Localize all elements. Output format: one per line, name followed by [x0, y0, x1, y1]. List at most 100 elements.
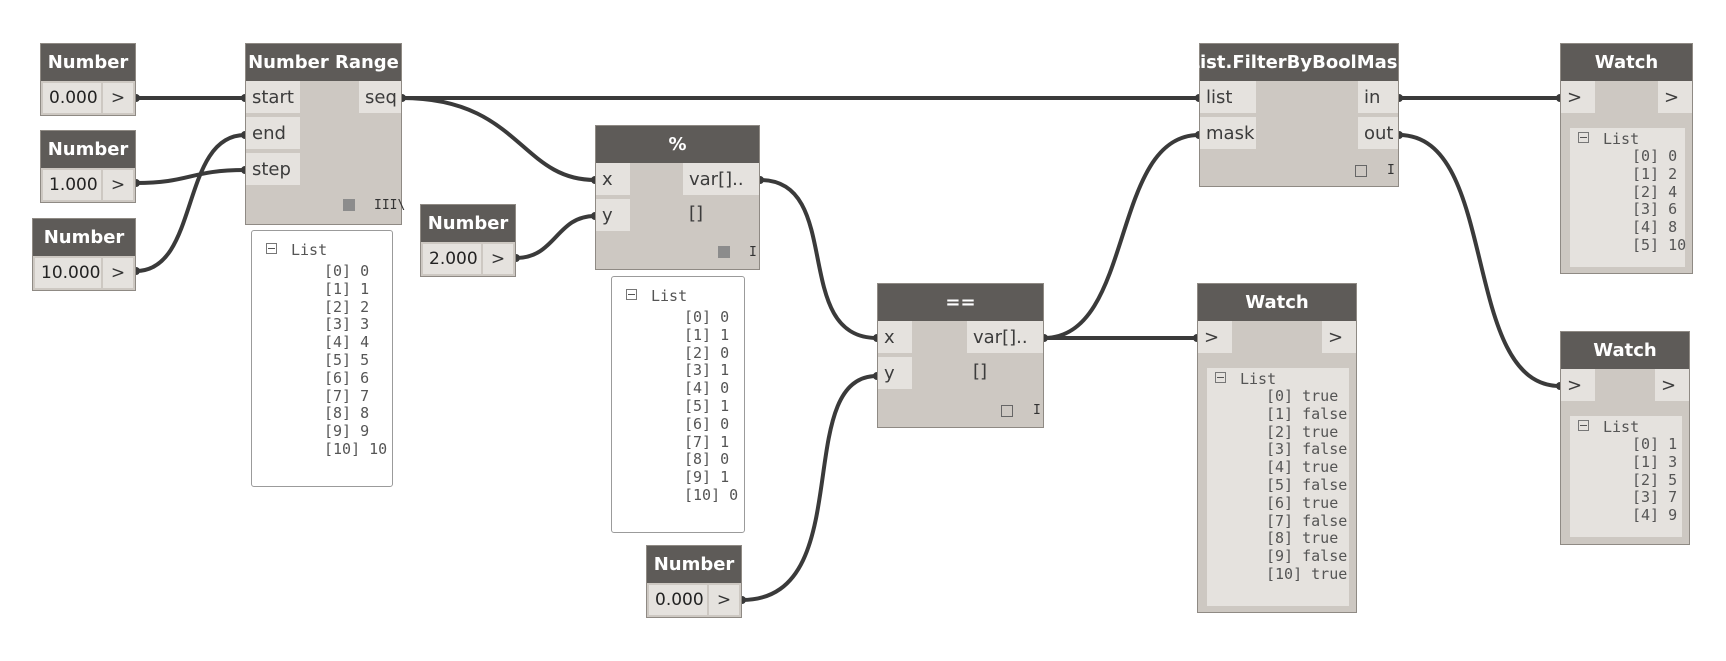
output-port-var[interactable]: var[]..[]: [683, 163, 759, 224]
output-port-in[interactable]: in: [1358, 81, 1398, 115]
list-item: [0] 0: [324, 262, 370, 280]
number-node-step[interactable]: Number 10.000 >: [32, 218, 136, 291]
collapse-icon[interactable]: [626, 289, 637, 300]
number-node-compare[interactable]: Number 0.000 >: [646, 545, 742, 618]
preview-toggle-icon[interactable]: [1001, 405, 1013, 417]
list-items: [0] true[1] false[2] true[3] false[4] tr…: [1266, 387, 1348, 584]
modulo-node[interactable]: % x var[]..[] y I: [595, 125, 760, 270]
equals-node[interactable]: == x var[]..[] y I: [877, 283, 1044, 428]
preview-toggle-icon[interactable]: [1355, 165, 1367, 177]
list-item: [2] 2: [324, 297, 370, 316]
node-title: List.FilterByBoolMask: [1189, 44, 1409, 81]
wire-number-to-mod-y: [515, 214, 596, 260]
node-title: Watch: [1198, 284, 1356, 321]
input-port-list[interactable]: list: [1200, 81, 1256, 115]
input-port-step[interactable]: step: [246, 153, 300, 187]
lacing-indicator[interactable]: I: [1033, 403, 1041, 418]
number-node-end[interactable]: Number 1.000 >: [40, 130, 136, 203]
list-item: [9] 9: [324, 422, 370, 441]
lacing-indicator[interactable]: III\: [374, 198, 406, 213]
input-port-arrow[interactable]: >: [1561, 369, 1595, 403]
wire-number-to-eq-y: [741, 374, 878, 602]
list-item: [4] 8: [1632, 218, 1678, 237]
list-item: [0] 1: [1632, 435, 1678, 453]
list-header: List: [651, 287, 688, 305]
number-range-node[interactable]: Number Range start seq end step III\: [245, 43, 406, 225]
collapse-icon[interactable]: [266, 243, 277, 254]
output-port-arrow[interactable]: >: [101, 83, 133, 113]
list-item: [6] 0: [684, 414, 730, 433]
input-port-y[interactable]: y: [596, 199, 630, 233]
node-title: Number: [41, 131, 135, 168]
input-port-start[interactable]: start: [246, 81, 300, 115]
collapse-icon[interactable]: [1578, 132, 1589, 143]
watch-node-equals[interactable]: Watch > > List [0] true[1] false[2] true…: [1197, 283, 1357, 613]
collapse-icon[interactable]: [1578, 420, 1589, 431]
collapse-icon[interactable]: [1215, 372, 1226, 383]
input-port-x[interactable]: x: [878, 321, 912, 355]
node-title: Number: [41, 44, 135, 81]
list-header: List: [1240, 370, 1277, 388]
lacing-indicator[interactable]: I: [749, 245, 757, 260]
list-item: [2] 0: [684, 343, 730, 362]
preview-toggle-icon[interactable]: [343, 199, 355, 211]
output-port-seq[interactable]: seq: [359, 81, 401, 115]
preview-bubble-modulo: List [0] 0[1] 1[2] 0[3] 1[4] 0[5] 1[6] 0…: [611, 276, 745, 533]
watch-display: List [0] 0[1] 2[2] 4[3] 6[4] 8[5] 10: [1570, 128, 1687, 267]
list-items: [0] 1[1] 3[2] 5[3] 7[4] 9: [1632, 435, 1678, 525]
wire-out-to-watch: [1398, 133, 1561, 388]
list-item: [1] false: [1266, 404, 1348, 423]
watch-node-in[interactable]: Watch > > List [0] 0[1] 2[2] 4[3] 6[4] 8…: [1560, 43, 1693, 274]
input-port-y[interactable]: y: [878, 357, 912, 391]
input-port-arrow[interactable]: >: [1561, 81, 1595, 115]
list-item: [4] true: [1266, 458, 1339, 477]
wire-eq-to-mask: [1043, 133, 1200, 340]
wire-mod-to-eq-x: [759, 178, 878, 340]
number-node-divisor[interactable]: Number 2.000 >: [420, 204, 516, 277]
wire-number-to-end: [135, 168, 246, 185]
list-item: [6] true: [1266, 493, 1339, 512]
preview-toggle-icon[interactable]: [718, 246, 730, 258]
list-items: [0] 0[1] 1[2] 2[3] 3[4] 4[5] 5[6] 6[7] 7…: [324, 262, 387, 459]
output-port-arrow[interactable]: >: [101, 170, 133, 200]
output-port-arrow[interactable]: >: [1655, 369, 1689, 403]
output-port-var[interactable]: var[]..[]: [967, 321, 1043, 382]
list-item: [0] 0: [684, 308, 730, 326]
list-header: List: [291, 241, 328, 259]
input-port-arrow[interactable]: >: [1198, 321, 1232, 355]
output-port-out[interactable]: out: [1358, 117, 1398, 151]
number-value-field[interactable]: 0.000: [43, 83, 101, 113]
list-item: [9] false: [1266, 547, 1348, 566]
list-item: [3] 7: [1632, 488, 1678, 507]
output-port-arrow[interactable]: >: [101, 258, 133, 288]
watch-display: List [0] true[1] false[2] true[3] false[…: [1207, 368, 1349, 606]
list-item: [0] true: [1266, 387, 1339, 405]
number-value-field[interactable]: 10.000: [35, 258, 101, 288]
input-port-end[interactable]: end: [246, 117, 300, 151]
input-port-x[interactable]: x: [596, 163, 630, 197]
list-item: [5] false: [1266, 475, 1348, 494]
number-node-start[interactable]: Number 0.000 >: [40, 43, 136, 116]
list-item: [5] 5: [324, 350, 370, 369]
output-port-arrow[interactable]: >: [481, 244, 513, 274]
watch-node-out[interactable]: Watch > > List [0] 1[1] 3[2] 5[3] 7[4] 9: [1560, 331, 1690, 545]
list-item: [5] 1: [684, 396, 730, 415]
list-item: [2] 4: [1632, 182, 1678, 201]
list-item: [10] true: [1266, 564, 1348, 583]
watch-display: List [0] 1[1] 3[2] 5[3] 7[4] 9: [1570, 416, 1682, 537]
output-port-arrow[interactable]: >: [707, 585, 739, 615]
list-item: [5] 10: [1632, 235, 1687, 254]
output-port-arrow[interactable]: >: [1322, 321, 1356, 355]
node-title: Number: [421, 205, 515, 242]
filter-by-bool-mask-node[interactable]: List.FilterByBoolMask list in mask out I: [1189, 43, 1409, 187]
number-value-field[interactable]: 0.000: [649, 585, 707, 615]
lacing-indicator[interactable]: I: [1387, 163, 1395, 178]
list-item: [7] false: [1266, 511, 1348, 530]
wire-number-to-step: [135, 133, 246, 273]
number-value-field[interactable]: 1.000: [43, 170, 101, 200]
number-value-field[interactable]: 2.000: [423, 244, 481, 274]
list-header: List: [1603, 418, 1640, 436]
list-item: [3] false: [1266, 440, 1348, 459]
input-port-mask[interactable]: mask: [1200, 117, 1256, 151]
output-port-arrow[interactable]: >: [1658, 81, 1692, 115]
